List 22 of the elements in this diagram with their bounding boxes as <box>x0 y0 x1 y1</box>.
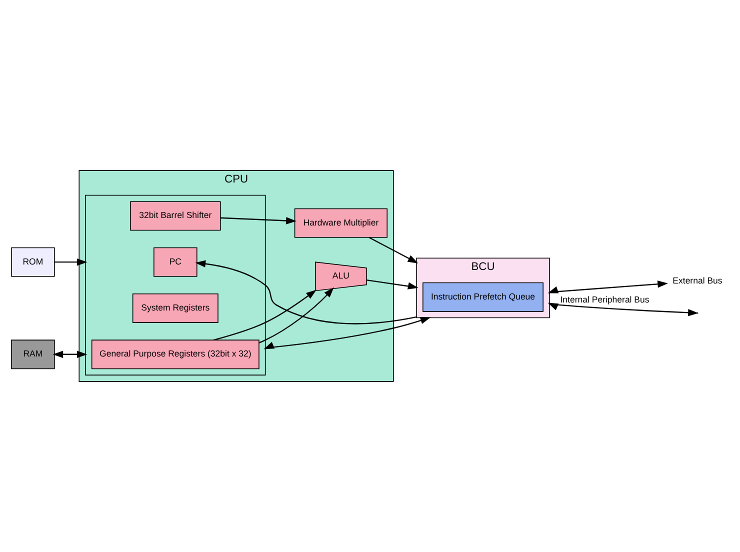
node-box: PC <box>154 247 198 277</box>
node-box: 32bit Barrel Shifter <box>130 201 221 231</box>
arrow <box>258 287 334 344</box>
node-box: General Purpose Registers (32bit x 32) <box>91 340 260 370</box>
arrow <box>264 317 431 350</box>
node-box: Instruction Prefetch Queue <box>422 282 544 312</box>
arrow <box>54 258 88 266</box>
arrow <box>213 290 317 341</box>
node-box: System Registers <box>132 294 218 323</box>
arrow <box>220 217 296 224</box>
node-box: ALU <box>314 262 367 292</box>
arrow <box>52 350 88 358</box>
node-box: RAM <box>11 340 55 370</box>
arrow <box>368 237 418 264</box>
node-box: Hardware Multiplier <box>294 208 388 238</box>
arrow <box>195 260 417 324</box>
cluster <box>85 194 266 376</box>
node-text: External Bus <box>672 275 722 286</box>
edge-label: Internal Peripheral Bus <box>560 294 650 304</box>
arrow <box>548 280 668 294</box>
node-box: ROM <box>11 247 55 277</box>
arrow <box>366 279 418 290</box>
